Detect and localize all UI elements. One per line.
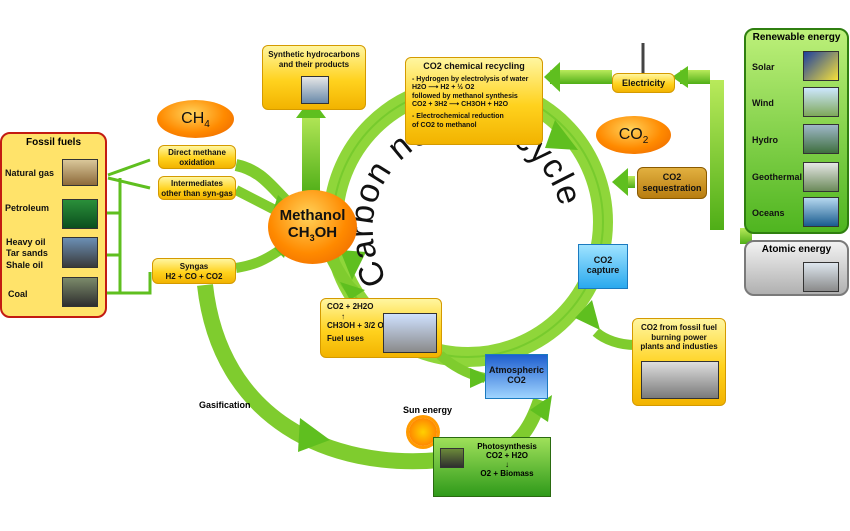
methanol-formula: CH3OH [287,224,338,243]
fossil-item-natural-gas-label: Natural gas [5,168,55,178]
petroleum-image [62,199,98,229]
oceans-image [803,197,839,227]
factory-car-image [383,313,437,353]
ch4-oval: CH4 [157,100,234,138]
geothermal-image [803,162,839,192]
fossil-item-natural-gas: Natural gas [5,158,59,188]
geothermal-label: Geothermal [752,172,803,182]
heavy-oil-label: Heavy oil [6,237,46,247]
ring-arrow-left [340,250,366,280]
co2-oval-text: CO [618,126,643,143]
fossil-item-coal-label: Coal [8,289,28,299]
tar-sands-label: Tar sands [6,248,48,259]
natural-gas-image [62,159,98,186]
fossil-item-heavy-oil: Heavy oil Tar sands Shale oil [6,237,60,271]
gasification-loop [197,284,441,470]
ch4-subscript: 4 [204,119,210,131]
electricity-box: Electricity [612,73,675,93]
solar-label: Solar [752,62,775,72]
methanol-label: Methanol [279,207,346,224]
hydro-image [803,124,839,154]
renewable-item-wind: Wind [752,98,774,108]
sun-energy-label: Sun energy [403,405,453,415]
wind-label: Wind [752,98,774,108]
solar-image [803,51,839,81]
synthetic-hydrocarbons-image [301,76,329,104]
co2-oval-subscript: 2 [642,135,649,147]
methanol-oval: Methanol CH3OH [268,190,357,264]
renewable-item-hydro: Hydro [752,135,778,145]
wind-image [803,87,839,117]
atomic-plant-image [803,262,839,292]
shale-oil-label: Shale oil [6,259,44,270]
gasification-label: Gasification [199,400,251,410]
atomic-energy-title: Atomic energy [761,244,832,255]
ch4-text: CH [181,110,205,127]
hydro-label: Hydro [752,135,779,145]
co2-chemical-recycling-box: CO2 chemical recycling - Hydrogen by ele… [405,57,543,145]
sun-icon [409,418,437,446]
renewable-item-oceans: Oceans [752,208,785,218]
fossil-fuels-title: Fossil fuels [25,137,81,148]
renewable-item-solar: Solar [752,62,775,72]
oceans-label: Oceans [752,208,785,218]
heavy-oil-image [62,237,98,268]
tractor-image [440,448,464,468]
power-plant-image [641,361,719,399]
recycling-title: CO2 chemical recycling [423,61,525,71]
ring-arrow-right [575,300,600,330]
co2-oval: CO2 [596,116,671,154]
power-tower-icon [630,43,656,73]
fossil-item-petroleum-label: Petroleum [5,203,50,213]
photosynthesis-box: Photosynthesis CO2 + H2O ↓ O2 + Biomass [433,437,551,497]
coal-image [62,277,98,307]
renewable-item-geothermal: Geothermal [752,172,802,182]
renewable-energy-title: Renewable energy [752,32,841,43]
ring-arrow-top [545,120,578,150]
fossil-item-petroleum: Petroleum [5,203,59,233]
fossil-item-coal: Coal [8,289,62,299]
fuel-uses-box: CO2 + 2H2O ↑ CH3OH + 3/2 O2 Fuel uses [320,298,442,358]
